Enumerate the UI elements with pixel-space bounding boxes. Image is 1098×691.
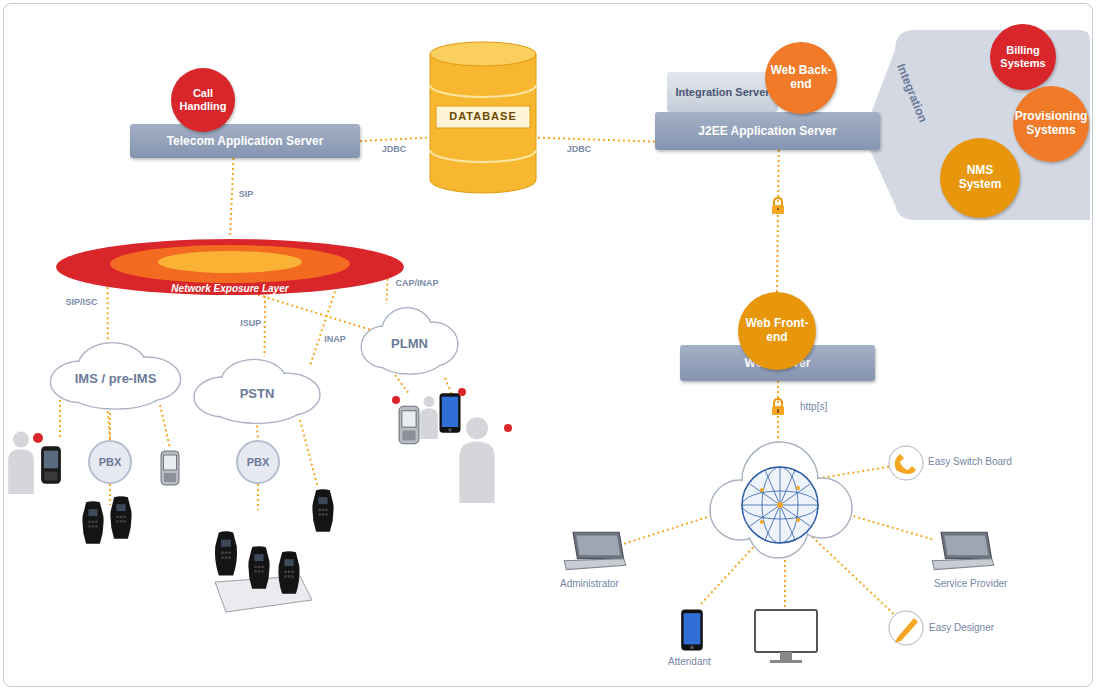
protocol-label: INAP [322,334,348,344]
protocol-label: JDBC [380,144,409,154]
protocol-label: SIP [237,189,256,199]
dotted-connector [230,158,234,238]
phones [41,393,703,650]
node-text: Web Back-end [769,64,833,92]
network-cloud: IMS / pre-IMS [38,335,193,413]
device-wires [60,375,935,620]
node-text: IMS / pre-IMS [75,371,157,386]
pbx-circle: PBX [88,440,132,484]
protocol-label: ISUP [238,318,263,328]
dotted-connector [258,295,375,331]
dotted-connector [387,279,388,304]
system-circle: NMS System [940,138,1020,218]
dotted-connector [777,150,779,292]
lock-icon [772,399,784,415]
dotted-connector [538,138,655,142]
internet-cloud [710,442,852,558]
exposure-layer-ellipse: Network Exposure Layer [55,238,405,296]
dotted-connector [264,296,267,357]
dotted-connector [107,287,109,341]
dotted-connector [257,426,258,441]
node-text: PBX [99,456,122,468]
dotted-connector [310,291,336,367]
node-text: Web Front-end [742,317,812,345]
integration-region: IntegrationBilling SystemsProvisioning S… [885,20,1090,225]
system-circle: Provisioning Systems [1013,86,1089,162]
server-box: Telecom Application Server [130,124,360,158]
node-text: Integration Server [675,86,769,99]
dotted-connector [360,138,428,141]
protocol-label: JDBC [565,144,594,154]
network-cloud: PSTN [182,352,332,427]
dotted-connector [108,411,110,440]
server-role-circle: Web Front-end [738,292,816,370]
database-cylinder: DATABASE [428,40,538,195]
server-role-circle: Call Handling [171,68,235,132]
device-label: Administrator [560,578,619,589]
node-text: J2EE Application Server [698,124,836,138]
node-text: DATABASE [449,110,516,122]
pbx-circle: PBX [236,440,280,484]
server-box: Integration Server [667,72,777,112]
device-label: Attendant [668,656,711,667]
node-text: Call Handling [175,87,231,112]
node-text: Billing Systems [994,44,1052,69]
node-text: Telecom Application Server [167,134,324,148]
device-label: Easy Switch Board [928,456,1012,467]
node-text: Provisioning Systems [1015,110,1088,138]
node-text: NMS System [944,164,1016,192]
protocol-label: CAP/INAP [394,278,441,288]
devices [564,446,994,663]
device-label: Easy Designer [929,622,994,633]
device-label: Service Provider [934,578,1007,589]
system-circle: Billing Systems [990,24,1056,90]
node-text: PSTN [240,386,275,401]
server-box: J2EE Application Server [655,112,880,150]
node-text: PBX [247,456,270,468]
device-label: http[s] [800,401,827,412]
node-text: PLMN [391,336,428,351]
network-cloud: PLMN [352,300,467,378]
protocol-label: SIP/ISC [64,297,100,307]
node-text: Network Exposure Layer [171,283,288,294]
server-role-circle: Web Back-end [765,42,837,114]
